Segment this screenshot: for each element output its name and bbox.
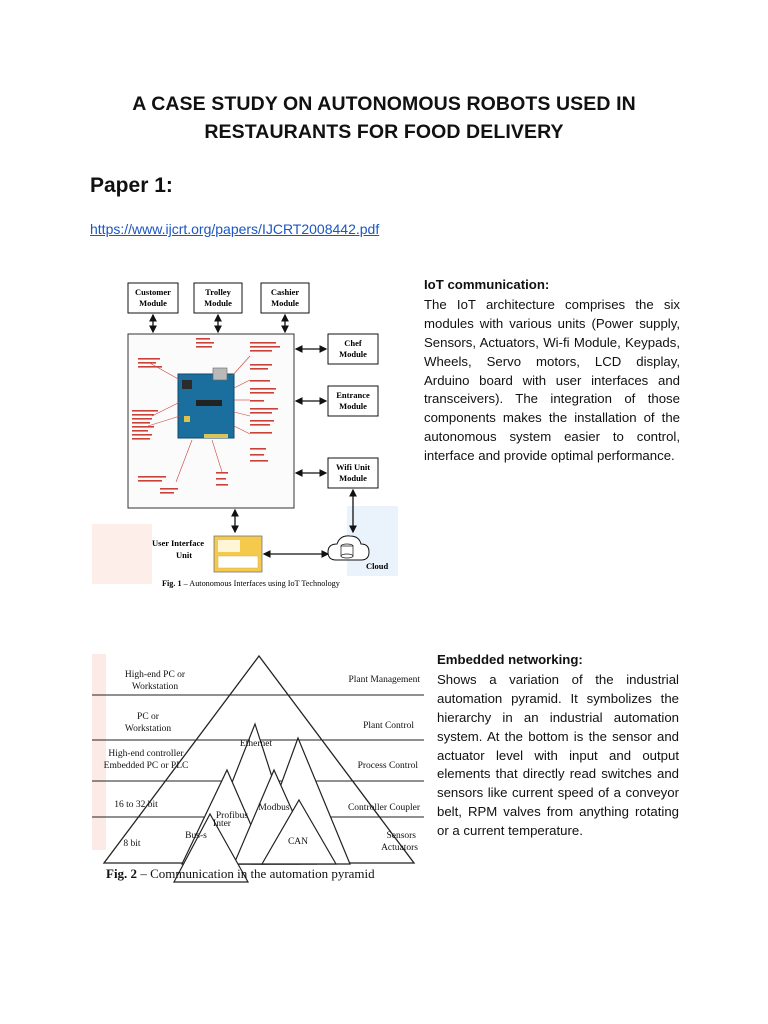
level-label-2a: PC or (137, 712, 160, 722)
protocol-can: CAN (288, 837, 308, 847)
chef-module-label-2: Module (339, 349, 367, 359)
cloud-label: Cloud (366, 561, 388, 571)
layer-label-5a: Sensors (386, 831, 416, 841)
can-triangle (260, 798, 338, 865)
document-title: A CASE STUDY ON AUTONOMOUS ROBOTS USED I… (60, 90, 708, 146)
cashier-module-box (260, 282, 310, 314)
chef-module-box (327, 333, 379, 365)
level-label-5: 8 bit (123, 839, 141, 849)
protocol-interbus-1: Inter (213, 819, 232, 829)
section-1-heading: IoT communication: (424, 277, 550, 292)
layer-label-1: Plant Management (349, 675, 421, 685)
trolley-module-box (193, 282, 243, 314)
customer-module-box (127, 282, 179, 314)
cloud-icon (327, 535, 370, 561)
customer-module-label-1: Customer (135, 287, 171, 297)
wifi-module-box (327, 457, 379, 489)
layer-label-2: Plant Control (363, 721, 414, 731)
bg-tint-left (92, 524, 152, 584)
protocol-modbus: Modbus (258, 803, 289, 813)
paper-link[interactable]: https://www.ijcrt.org/papers/IJCRT200844… (90, 221, 380, 237)
level-label-4: 16 to 32 bit (114, 800, 158, 810)
interbus-triangle (173, 812, 250, 883)
section-2-heading: Embedded networking: (437, 652, 583, 667)
entrance-module-box (327, 385, 379, 417)
trolley-module-label-2: Module (204, 298, 232, 308)
protocol-interbus-2: Bus-s (185, 831, 207, 841)
layer-label-5b: Actuators (381, 843, 418, 853)
entrance-module-label-2: Module (339, 401, 367, 411)
protocol-ethernet: Ethernet (240, 739, 273, 749)
title-line-2: RESTAURANTS FOR FOOD DELIVERY (204, 121, 564, 143)
figure-2-caption: Fig. 2 – Communication in the automation… (106, 866, 375, 881)
chef-module-label-1: Chef (344, 338, 362, 348)
layer-label-3: Process Control (358, 761, 419, 771)
layer-label-4: Controller Coupler (348, 803, 421, 813)
level-label-2b: Workstation (125, 724, 171, 734)
figure-1-iot-diagram: Customer Module Trolley Module Cashier M… (92, 276, 398, 592)
customer-module-label-2: Module (139, 298, 167, 308)
ui-unit-label-2: Unit (176, 550, 192, 560)
level-label-3b: Embedded PC or PLC (104, 761, 189, 771)
section-2-body: Shows a variation of the industrial auto… (437, 671, 679, 839)
bg-tint-left (92, 654, 106, 850)
title-line-1: A CASE STUDY ON AUTONOMOUS ROBOTS USED I… (132, 93, 636, 115)
paper-heading: Paper 1: (90, 174, 173, 197)
wifi-module-label-2: Module (339, 473, 367, 483)
entrance-module-label-1: Entrance (336, 390, 370, 400)
level-label-1a: High-end PC or (125, 670, 186, 680)
trolley-module-label-1: Trolley (205, 287, 231, 297)
cashier-module-label-2: Module (271, 298, 299, 308)
figure-1-caption: Fig. 1 – Autonomous Interfaces using IoT… (162, 579, 341, 588)
section-embedded-networking: Embedded networking: Shows a variation o… (437, 651, 679, 841)
wifi-module-label-1: Wifi Unit (336, 462, 370, 472)
level-label-3a: High-end controller (108, 749, 184, 759)
section-1-body: The IoT architecture comprises the six m… (424, 296, 680, 464)
cashier-module-label-1: Cashier (271, 287, 300, 297)
ui-unit-label-1: User Interface (152, 538, 204, 548)
figure-2-automation-pyramid: High-end PC or Workstation PC or Worksta… (92, 652, 424, 886)
protocol-profibus: Profibus (216, 810, 249, 821)
section-iot-communication: IoT communication: The IoT architecture … (424, 276, 680, 466)
level-label-1b: Workstation (132, 682, 178, 692)
